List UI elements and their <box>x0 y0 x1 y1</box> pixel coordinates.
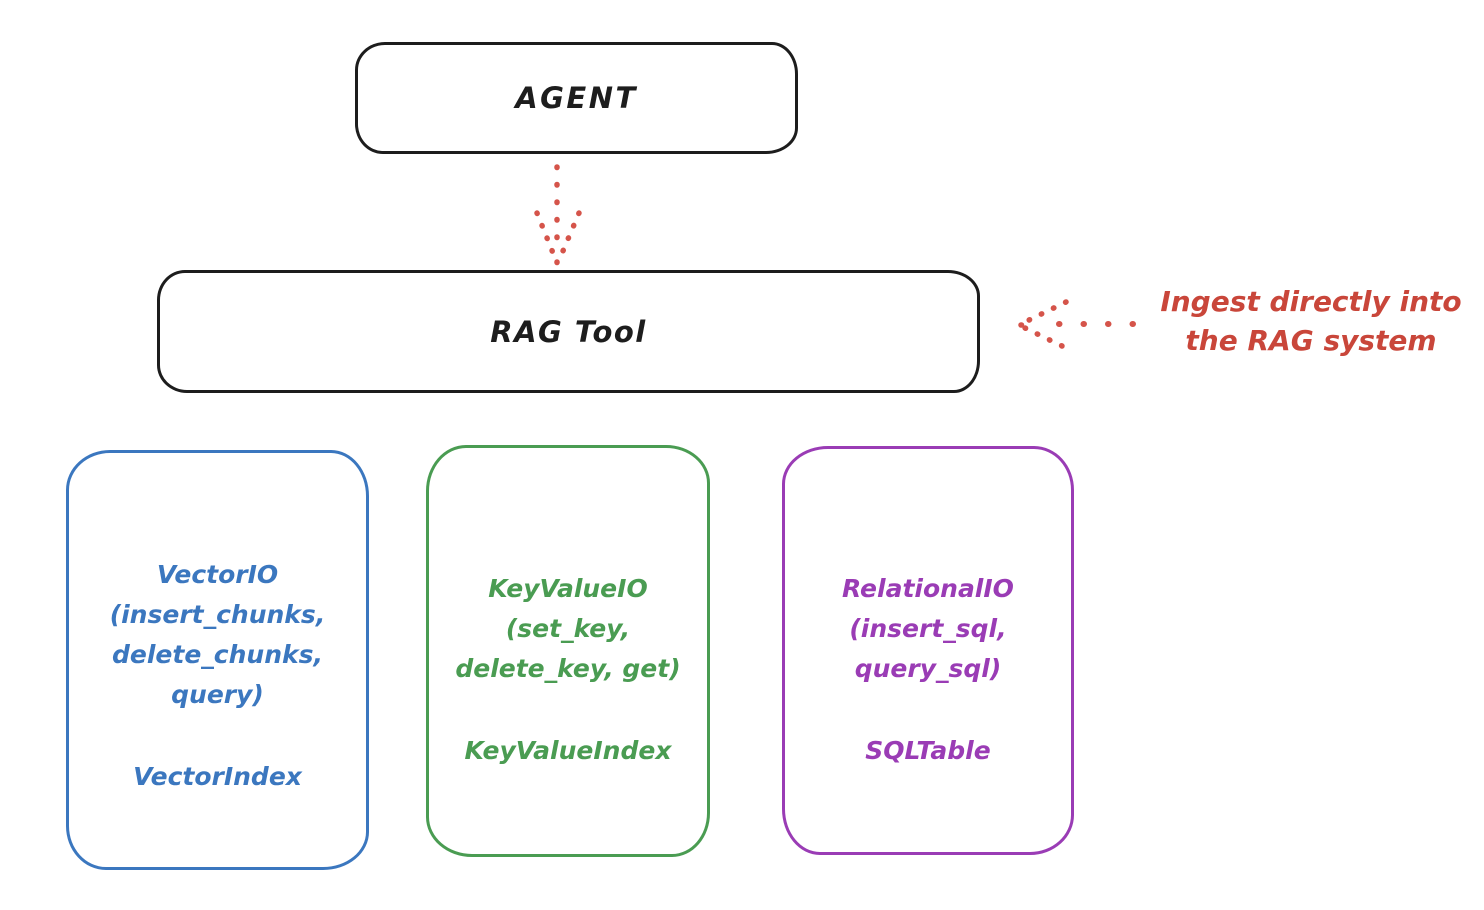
keyvalue-io-title-line: delete_key, get) <box>455 654 681 683</box>
keyvalue-io-title-line: KeyValueIO <box>488 574 648 603</box>
ingest-annotation-line2: the RAG system <box>1185 324 1437 357</box>
keyvalue-io-content: KeyValueIO (set_key, delete_key, get) Ke… <box>455 569 680 771</box>
vector-io-box: VectorIO (insert_chunks, delete_chunks, … <box>66 450 369 870</box>
relational-io-box: RelationalIO (insert_sql, query_sql) SQL… <box>782 446 1074 855</box>
vector-io-title-line: (insert_chunks, <box>109 600 326 629</box>
keyvalue-io-title-line: (set_key, <box>505 614 631 643</box>
sql-table-label: SQLTable <box>865 735 991 765</box>
relational-io-content: RelationalIO (insert_sql, query_sql) SQL… <box>842 569 1014 771</box>
agent-to-rag-arrow <box>534 164 582 266</box>
rag-tool-node: RAG Tool <box>157 270 980 393</box>
keyvalue-index-label: KeyValueIndex <box>464 736 672 765</box>
ingest-annotation-arrow <box>1018 299 1136 349</box>
ingest-annotation-line1: Ingest directly into <box>1160 285 1462 318</box>
vector-io-title-line: delete_chunks, <box>112 640 323 669</box>
relational-io-title-line: (insert_sql, <box>849 613 1007 643</box>
relational-io-title-line: query_sql) <box>854 653 1002 683</box>
agent-node-label: AGENT <box>515 81 638 115</box>
vector-io-title-line: query) <box>171 680 264 709</box>
relational-io-title-line: RelationalIO <box>842 573 1014 603</box>
vector-io-content: VectorIO (insert_chunks, delete_chunks, … <box>110 555 326 797</box>
vector-io-title-line: VectorIO <box>156 560 279 589</box>
rag-tool-node-label: RAG Tool <box>490 314 647 349</box>
vector-index-label: VectorIndex <box>133 762 302 791</box>
agent-node: AGENT <box>355 42 798 154</box>
keyvalue-io-box: KeyValueIO (set_key, delete_key, get) Ke… <box>426 445 710 857</box>
ingest-annotation: Ingest directly into the RAG system <box>1138 282 1484 360</box>
